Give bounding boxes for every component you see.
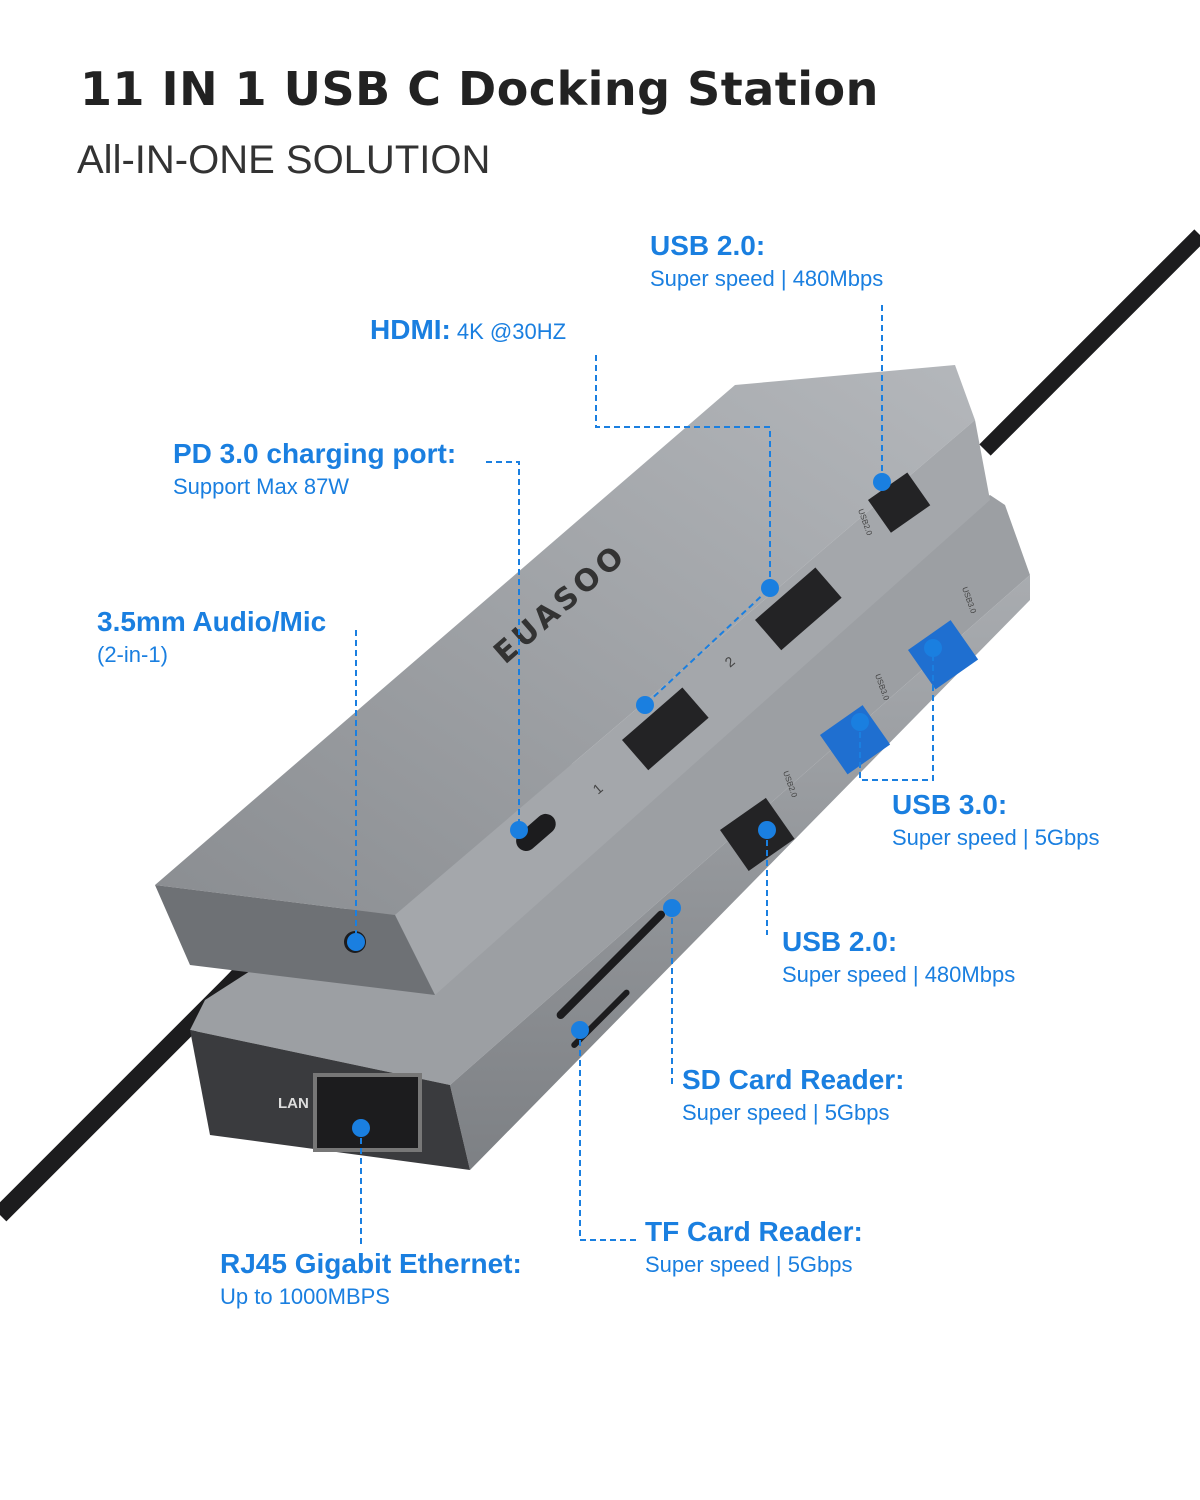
callout-title: SD Card Reader: <box>682 1064 905 1095</box>
cable <box>979 229 1200 456</box>
callout-title: USB 2.0: <box>650 230 766 261</box>
callout-lines <box>355 305 934 1245</box>
callout-tf: TF Card Reader: Super speed | 5Gbps <box>645 1216 863 1278</box>
callout-detail: Super speed | 480Mbps <box>782 962 1016 987</box>
sd-slot <box>556 910 666 1019</box>
usbc-port <box>516 813 556 851</box>
callout-detail: (2-in-1) <box>97 642 168 667</box>
callout-hdmi: HDMI:4K @30HZ <box>370 314 566 346</box>
callout-detail: 4K @30HZ <box>456 319 567 344</box>
callout-title: HDMI: <box>370 314 451 345</box>
usb2-port-bottom <box>720 797 795 871</box>
page-title: 11 IN 1 USB C Docking Station <box>80 62 879 116</box>
rj45-port <box>313 1073 422 1152</box>
callout-title: RJ45 Gigabit Ethernet: <box>220 1248 522 1279</box>
callout-title: USB 2.0: <box>782 926 898 957</box>
callout-audio: 3.5mm Audio/Mic (2-in-1) <box>97 606 326 668</box>
callout-usb3: USB 3.0: Super speed | 5Gbps <box>892 789 1100 851</box>
usb3-port-1 <box>820 705 891 775</box>
callout-title: USB 3.0: <box>892 789 1008 820</box>
page-subtitle: All-IN-ONE SOLUTION <box>77 138 491 182</box>
callout-detail: Super speed | 5Gbps <box>682 1100 890 1125</box>
callout-rj45: RJ45 Gigabit Ethernet: Up to 1000MBPS <box>220 1248 522 1310</box>
hdmi-port-2 <box>755 567 842 651</box>
callout-detail: Super speed | 5Gbps <box>645 1252 853 1277</box>
callout-pd: PD 3.0 charging port: Support Max 87W <box>173 438 456 500</box>
callout-detail: Support Max 87W <box>173 474 350 499</box>
callout-title: TF Card Reader: <box>645 1216 863 1247</box>
callout-dots <box>347 473 942 1137</box>
callout-usb2-top: USB 2.0: Super speed | 480Mbps <box>650 230 883 292</box>
hdmi-port-1 <box>622 687 709 771</box>
callout-sd: SD Card Reader: Super speed | 5Gbps <box>682 1064 905 1126</box>
usb3-port-2 <box>908 620 979 690</box>
lan-label: LAN <box>278 1095 309 1112</box>
callout-detail: Super speed | 480Mbps <box>650 266 884 291</box>
callout-detail: Super speed | 5Gbps <box>892 825 1100 850</box>
callout-detail: Up to 1000MBPS <box>220 1284 390 1309</box>
callout-usb2-bottom: USB 2.0: Super speed | 480Mbps <box>782 926 1015 988</box>
usb2-port-top <box>868 472 931 533</box>
callout-title: 3.5mm Audio/Mic <box>97 606 327 637</box>
callout-title: PD 3.0 charging port: <box>173 438 457 469</box>
upper-unit-end <box>155 885 435 995</box>
